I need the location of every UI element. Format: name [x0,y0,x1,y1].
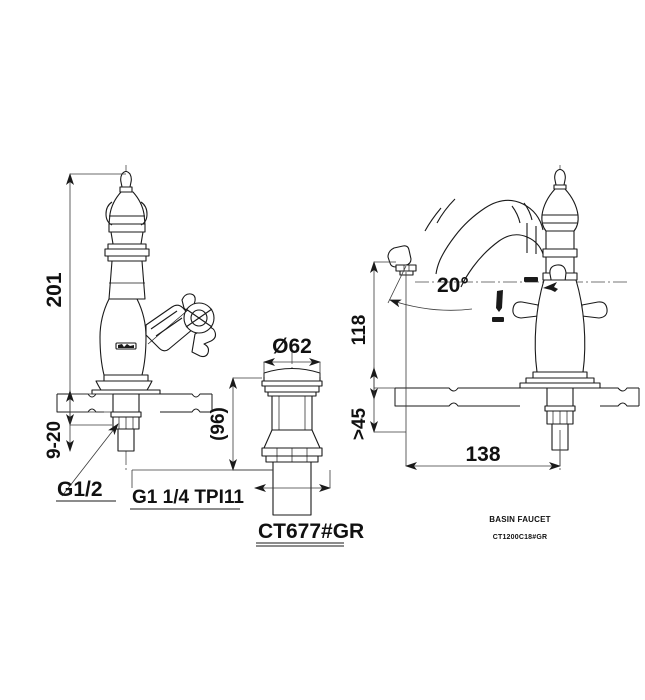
dimension-9-20-label: 9-20 [44,421,65,459]
dimension-dia62-label: Ø62 [272,335,312,358]
right-faucet-finial [553,168,567,190]
drain-upper-barrel [271,395,313,431]
faucet-annotation-marks [492,277,558,322]
dimension-118: 118 [349,261,396,400]
drain-part-number-label: CT677#GR [258,520,364,543]
faucet-base-flange [91,374,161,395]
faucet-bonnet [108,191,146,245]
faucet-part-number-label: CT1200C18#GR [493,534,548,541]
right-view-caption-block: BASIN FAUCET CT1200C18#GR [489,515,551,541]
dimension-138-label: 138 [465,443,500,466]
dimension-angle-20: 20° [387,265,473,311]
dimension-201-label: 201 [43,272,66,307]
left-faucet-view: 201 9-20 G1/2 [43,165,217,502]
faucet-body [99,298,147,376]
dimension-45: >45 [349,367,395,440]
faucet-shank-left [112,393,140,413]
handle-reference-line [147,309,189,345]
dimension-138: 138 [374,272,561,470]
faucet-supply-tube-left [117,428,135,452]
drain-flange [261,380,323,397]
faucet-bonnet-detail [105,201,148,226]
right-faucet-body [534,279,586,373]
drain-part-number: CT677#GR [256,520,364,547]
center-drain-view: Ø62 (96) G1 1/4 TPI11 CT677#GR [130,335,364,547]
drain-cone-nut [261,429,323,463]
dimension-45-label: >45 [349,407,370,440]
right-faucet-base-flange [519,371,601,389]
faucet-column [108,260,146,300]
dimension-201: 201 [43,173,126,426]
callout-g114-label: G1 1/4 TPI11 [132,487,244,508]
counter-deck-right [394,387,640,407]
dimension-dia62: Ø62 [263,335,321,377]
callout-g12-label: G1/2 [57,478,103,501]
dimension-96-label: (96) [208,407,229,441]
dimension-angle-20-label: 20° [437,274,469,297]
basin-faucet-caption: BASIN FAUCET [489,515,551,524]
dimension-118-label: 118 [349,315,370,346]
faucet-finial [119,170,133,193]
faucet-logo-badge [115,342,137,350]
right-faucet-bonnet [541,188,579,232]
drain-threaded-tail [272,461,312,516]
faucet-collar [104,243,150,262]
right-faucet-view: 20° 118 >45 138 [349,165,640,541]
drain-cap [263,367,321,382]
callout-g114: G1 1/4 TPI11 [130,469,331,510]
faucet-lock-nut-left [110,411,142,430]
callout-g12: G1/2 [56,423,119,502]
faucet-cross-handle [145,293,217,358]
right-faucet-lock-nut [544,405,576,425]
dimension-9-20: 9-20 [44,390,113,459]
right-faucet-shank [546,387,574,407]
right-faucet-bonnet-detail [542,214,578,224]
